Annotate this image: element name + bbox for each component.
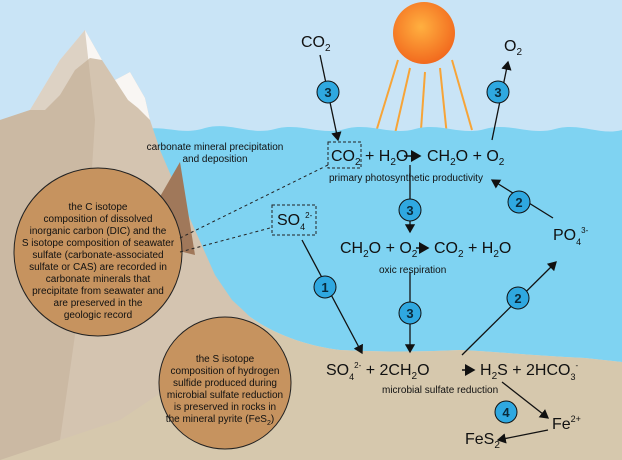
svg-text:geologic record: geologic record	[64, 310, 132, 321]
arrow-to-po4	[461, 261, 557, 356]
badge-2-bottom-text: 2	[514, 291, 521, 306]
badge-1-text: 1	[321, 280, 328, 295]
fes2-species: FeS2	[465, 431, 500, 451]
svg-text:precipitate from seawater and: precipitate from seawater and	[32, 286, 164, 297]
so4-box-species: SO42-	[277, 211, 313, 232]
po4-species: PO43-	[553, 226, 589, 247]
svg-text:the C isotope: the C isotope	[69, 202, 128, 213]
badge-3-co2	[316, 80, 340, 104]
mountain-snowcap-2	[115, 72, 150, 120]
fe2-species: Fe2+	[552, 414, 581, 433]
co2-dashed-box	[327, 141, 362, 169]
badge-3-o2-text: 3	[494, 85, 501, 100]
so4-dashed-box	[271, 204, 317, 236]
oxic-respiration-label: oxic respiration	[379, 265, 446, 276]
badge-4	[494, 400, 518, 424]
co2-atmosphere: CO2	[301, 34, 331, 54]
svg-text:inorganic carbon (DIC) and the: inorganic carbon (DIC) and the	[30, 226, 167, 237]
respiration-equation: CH2O + O2	[340, 240, 418, 260]
msr-products: H2S + 2HCO3-	[480, 361, 579, 382]
badge-2-bottom	[506, 286, 530, 310]
arrow-to-fe	[501, 381, 550, 419]
badge-1	[313, 275, 337, 299]
number-badges: 3 3 3 3 1 2 2 4	[313, 80, 531, 424]
primary-productivity-label: primary photosynthetic productivity	[329, 173, 483, 184]
sun-icon	[393, 2, 455, 64]
badge-3-co2-text: 3	[324, 85, 331, 100]
carbonate-precip-label-2: and deposition	[182, 154, 247, 165]
badge-3-resp-bottom	[398, 301, 422, 325]
svg-text:composition of hydrogen: composition of hydrogen	[171, 366, 280, 377]
svg-text:microbial sulfate reduction: microbial sulfate reduction	[167, 390, 283, 401]
badge-3-o2	[486, 80, 510, 104]
sun-rays	[375, 59, 473, 145]
callout-c-isotope	[13, 167, 183, 337]
callout-c-text: the C isotope composition of dissolved i…	[22, 202, 175, 321]
carbonate-precip-label-1: carbonate mineral precipitation	[147, 142, 284, 153]
photosynthesis-equation: CO2 + H2O	[331, 148, 408, 168]
svg-text:is preserved in rocks in: is preserved in rocks in	[174, 402, 276, 413]
badge-3-resp-top	[398, 198, 422, 222]
svg-text:the S isotope: the S isotope	[196, 354, 255, 365]
msr-label: microbial sulfate reduction	[382, 385, 498, 396]
callout-s-text: the S isotope composition of hydrogen su…	[166, 354, 283, 427]
ocean-water	[140, 126, 622, 362]
badge-2-top-text: 2	[515, 195, 522, 210]
arrow-to-fes2	[496, 429, 549, 444]
badge-4-text: 4	[502, 405, 510, 420]
msr-reactants: SO42- + 2CH2O	[326, 361, 430, 382]
svg-text:sulfate (carbonate-associated: sulfate (carbonate-associated	[32, 250, 163, 261]
svg-text:sulfide produced during: sulfide produced during	[173, 378, 277, 389]
photosynthesis-products: CH2O + O2	[427, 148, 505, 168]
badge-2-top	[507, 190, 531, 214]
arrow-so4-down	[301, 239, 363, 355]
svg-text:the mineral pyrite (FeS2): the mineral pyrite (FeS2)	[166, 414, 274, 427]
badge-3-resp-top-text: 3	[406, 203, 413, 218]
svg-text:are preserved in the: are preserved in the	[54, 298, 143, 309]
svg-text:sulfate or CAS) are recorded i: sulfate or CAS) are recorded in	[29, 262, 167, 273]
o2-atmosphere: O2	[504, 38, 522, 58]
badge-3-resp-bottom-text: 3	[406, 306, 413, 321]
svg-text:carbonate minerals that: carbonate minerals that	[46, 274, 151, 285]
callout-s-isotope	[158, 316, 292, 450]
respiration-products: CO2 + H2O	[434, 240, 511, 260]
svg-text:S isotope composition of seawa: S isotope composition of seawater	[22, 238, 175, 249]
svg-text:composition of dissolved: composition of dissolved	[44, 214, 153, 225]
